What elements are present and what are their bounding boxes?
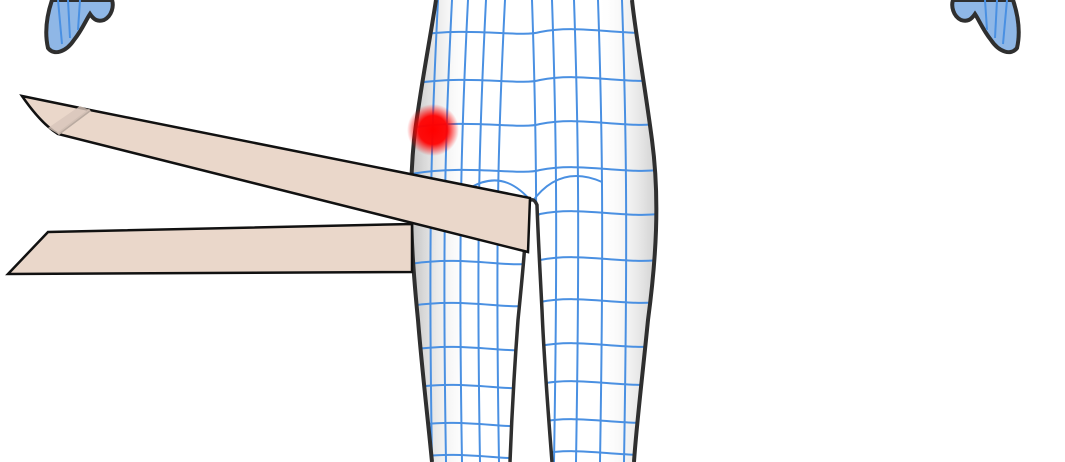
mesh-vertical-line	[496, 0, 506, 462]
mesh-horizontal-line	[411, 76, 657, 85]
mesh-vertical-line	[597, 0, 604, 462]
mesh-vertical-line	[551, 0, 558, 462]
mesh-horizontal-line	[411, 120, 657, 129]
right-hand-icon	[950, 0, 1021, 55]
pain-marker	[407, 104, 459, 156]
left-hand-icon	[44, 0, 115, 55]
mesh-horizontal-line	[411, 166, 657, 175]
tape-upper-diagonal	[19, 94, 532, 254]
mesh-vertical-line	[477, 0, 487, 462]
mesh-vertical-line	[621, 0, 628, 462]
tape-lower-horizontal	[5, 222, 414, 276]
mesh-horizontal-line	[411, 28, 657, 37]
mesh-vertical-line	[573, 0, 580, 462]
mesh-groin-curve	[531, 174, 603, 203]
